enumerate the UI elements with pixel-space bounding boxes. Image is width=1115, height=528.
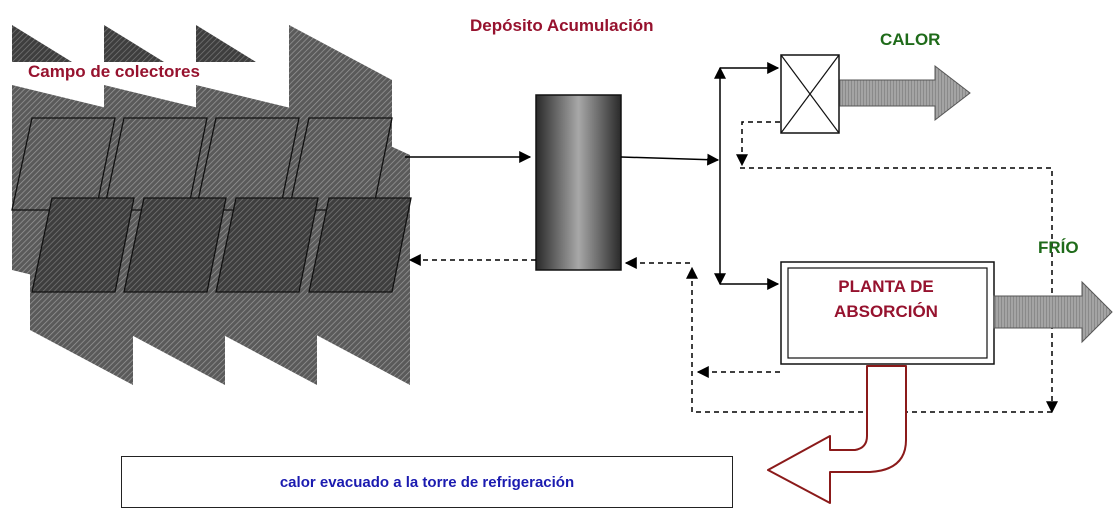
tower-return-line (686, 266, 1052, 413)
cooling-return-main-line (740, 167, 1058, 414)
cooling-tower-note-box: calor evacuado a la torre de refrigeraci… (121, 456, 733, 508)
absorption-plant (780, 261, 995, 365)
collector-absorber-2 (123, 197, 227, 293)
collector-absorber-4 (308, 197, 412, 293)
storage-tank (535, 94, 622, 271)
absorption-plant-label: PLANTA DE ABSORCIÓN (834, 277, 938, 321)
heat-output-arrow (839, 64, 971, 122)
collector-field-label: Campo de colectores (28, 62, 200, 81)
cold-label: FRÍO (1038, 238, 1079, 257)
tank-to-distribution-line (620, 153, 720, 166)
cooling-tower-note: calor evacuado a la torre de refrigeraci… (279, 473, 575, 491)
collector-absorber-3 (215, 197, 319, 293)
storage-tank-label: Depósito Acumulación (470, 16, 654, 35)
cold-output-arrow (993, 280, 1113, 344)
collector-top-1 (12, 25, 72, 62)
collector-field (11, 25, 412, 385)
heat-rejection-arrow (767, 365, 907, 504)
supply-lines (405, 62, 780, 290)
collector-absorber-1 (31, 197, 135, 293)
heat-label: CALOR (880, 30, 941, 49)
collector-top-3 (196, 25, 256, 62)
collector-top-2 (104, 25, 164, 62)
heat-exchanger-return-line (736, 121, 780, 167)
return-lines (408, 121, 1058, 414)
heat-exchanger (780, 54, 840, 134)
